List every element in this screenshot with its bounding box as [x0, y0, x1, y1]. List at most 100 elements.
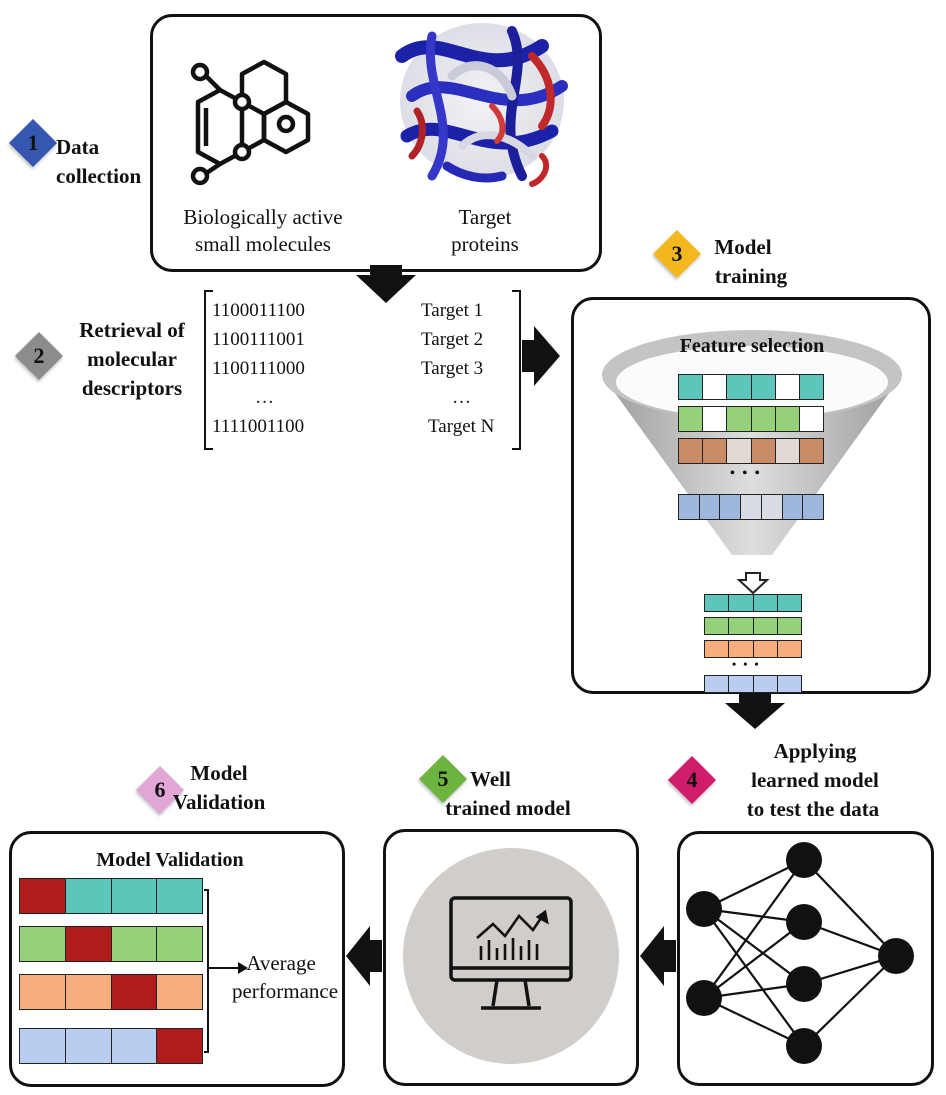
strip-cell — [799, 375, 824, 399]
strip-cell — [753, 676, 778, 692]
aggregate-arrow-icon — [204, 889, 248, 1053]
fingerprint-row-5: 1111001100 — [212, 416, 305, 437]
strip-cell — [65, 927, 112, 961]
strip-cell — [65, 1029, 112, 1063]
strip-cell — [65, 975, 112, 1009]
strip-cell — [20, 1029, 66, 1063]
matrix-left-bracket — [204, 290, 213, 450]
protein-structure-icon — [395, 23, 568, 187]
fingerprint-row-1: 1100011100 — [212, 300, 305, 321]
validation-fold-4 — [19, 1028, 203, 1064]
strip-cell — [705, 676, 730, 692]
step-2-title-line2: molecular — [87, 347, 177, 371]
arrow-down-icon — [356, 265, 416, 303]
strip-cell — [753, 641, 778, 657]
strip-cell — [157, 879, 202, 913]
strip-cell — [777, 618, 801, 634]
target-row-2: Target 2 — [421, 329, 484, 350]
molecules-caption-line1: Biologically active — [183, 205, 343, 229]
arrow-left-icon — [640, 926, 676, 986]
step-1-number: 1 — [27, 130, 39, 155]
strip-cell — [157, 927, 202, 961]
strip-cell — [111, 927, 158, 961]
step-6-title-line1: Model — [190, 761, 248, 785]
fingerprint-row-2: 1100111001 — [212, 329, 305, 350]
strip-cell — [111, 1029, 158, 1063]
strip-cell — [753, 595, 778, 611]
strip-cell — [720, 495, 742, 519]
monitor-chart-icon — [403, 848, 619, 1064]
target-row-5: Target N — [428, 416, 495, 437]
step-3-title-line2: training — [714, 264, 788, 288]
strip-cell — [703, 375, 728, 399]
strip-cell — [679, 375, 704, 399]
selected-row-4 — [704, 675, 802, 693]
strip-cell — [679, 407, 704, 431]
proteins-caption-line1: Target — [458, 205, 512, 229]
target-row-3: Target 3 — [421, 358, 484, 379]
strip-cell — [753, 618, 778, 634]
strip-cell — [729, 641, 754, 657]
fingerprint-row-3: 1100111000 — [212, 358, 305, 379]
step-3-number: 3 — [671, 241, 683, 266]
validation-box-title: Model Validation — [96, 849, 244, 871]
step-4-title-line3: to test the data — [746, 797, 880, 821]
strip-cell — [20, 879, 66, 913]
step-5-title-line1: Well — [470, 767, 511, 791]
strip-cell — [727, 375, 752, 399]
feature-row-3 — [678, 438, 824, 464]
performance-label: performance — [231, 979, 339, 1003]
strip-cell — [20, 927, 66, 961]
average-label: Average — [246, 951, 316, 975]
step-3-title-line1: Model — [714, 235, 772, 259]
strip-cell — [157, 975, 202, 1009]
strip-cell — [751, 439, 776, 463]
neural-network-icon — [686, 842, 914, 1064]
step-5-number: 5 — [437, 766, 449, 791]
strip-cell — [761, 495, 783, 519]
selected-row-1 — [704, 594, 802, 612]
target-row-1: Target 1 — [421, 300, 484, 321]
strip-cell — [741, 495, 762, 519]
validation-fold-2 — [19, 926, 203, 962]
molecule-icon — [190, 59, 311, 186]
arrow-down-icon-2 — [725, 694, 785, 729]
validation-fold-1 — [19, 878, 203, 914]
strip-cell — [727, 407, 752, 431]
strip-cell — [729, 595, 754, 611]
strip-cell — [751, 407, 776, 431]
strip-cell — [777, 641, 801, 657]
strip-cell — [65, 879, 112, 913]
strip-cell — [705, 595, 730, 611]
selected-rows-ellipsis: • • • — [732, 657, 761, 671]
strip-cell — [803, 495, 824, 519]
step-4-title-line1: Applying — [773, 739, 857, 763]
step-1-title-line2: collection — [56, 164, 142, 188]
strip-cell — [777, 676, 801, 692]
strip-cell — [782, 495, 804, 519]
strip-cell — [777, 595, 801, 611]
feature-row-4 — [678, 494, 824, 520]
selected-row-2 — [704, 617, 802, 635]
strip-cell — [111, 975, 158, 1009]
matrix-right-bracket — [512, 290, 521, 450]
feature-row-2 — [678, 406, 824, 432]
arrow-right-icon — [522, 326, 560, 386]
strip-cell — [699, 495, 721, 519]
target-row-4: … — [452, 387, 471, 408]
step-4-title-line2: learned model — [751, 768, 879, 792]
step-6-number: 6 — [154, 777, 166, 802]
strip-cell — [775, 375, 800, 399]
strip-cell — [703, 407, 728, 431]
strip-cell — [703, 439, 728, 463]
feature-selection-label: Feature selection — [679, 335, 825, 357]
strip-cell — [751, 375, 776, 399]
validation-fold-3 — [19, 974, 203, 1010]
strip-cell — [157, 1029, 202, 1063]
step-2-number: 2 — [33, 343, 45, 368]
strip-cell — [679, 439, 704, 463]
strip-cell — [799, 407, 824, 431]
selected-row-3 — [704, 640, 802, 658]
feature-rows-ellipsis: • • • — [730, 466, 762, 481]
strip-cell — [775, 407, 800, 431]
